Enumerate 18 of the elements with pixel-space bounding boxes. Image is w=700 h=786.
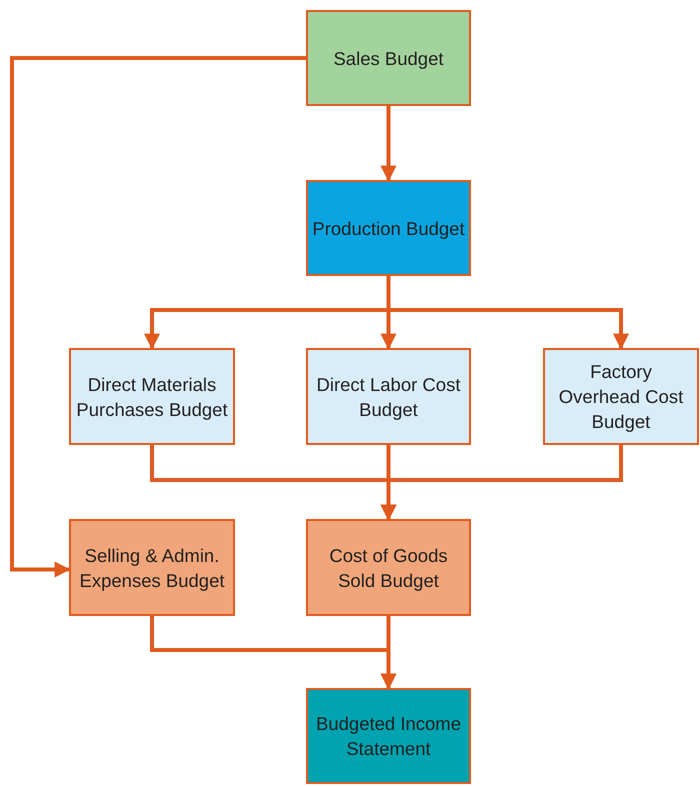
box-label: Factory Overhead Cost Budget (558, 360, 684, 434)
budget-box (69, 348, 235, 445)
box-label: Sales Budget (332, 46, 445, 70)
budget-box (306, 519, 471, 616)
arrow (380, 106, 396, 182)
budget-box (306, 688, 471, 784)
arrow (10, 56, 306, 578)
box-label: Cost of Goods Sold Budget (328, 544, 449, 592)
budget-box (543, 348, 699, 445)
box-label: Budgeted Income Statement (314, 712, 462, 761)
box-label: Direct Materials Purchases Budget (75, 372, 229, 422)
budget-box (306, 10, 471, 106)
box-label: Production Budget (311, 216, 466, 240)
box-label: Selling & Admin. Expenses Budget (78, 544, 226, 592)
box-label: Direct Labor Cost Budget (316, 372, 462, 422)
budget-box (306, 348, 471, 445)
budget-box (69, 519, 235, 616)
budget-box (306, 180, 471, 276)
